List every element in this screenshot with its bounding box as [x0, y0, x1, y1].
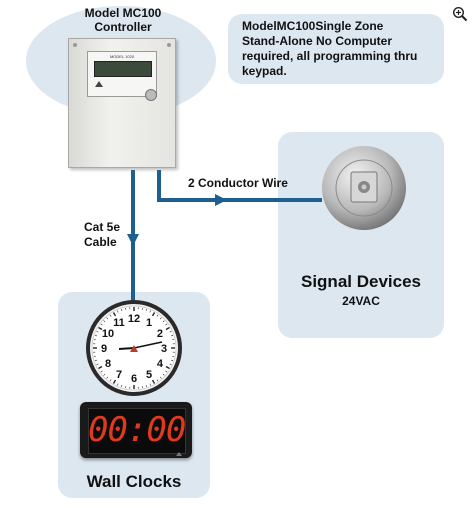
clock-number: 11	[113, 317, 125, 329]
clock-tick	[165, 370, 168, 373]
clock-number: 9	[101, 343, 107, 355]
clock-tick	[94, 335, 98, 337]
clock-number: 8	[105, 358, 111, 370]
clock-tick	[117, 310, 119, 313]
clock-tick	[117, 383, 119, 386]
controller-display	[94, 61, 152, 77]
clock-tick	[156, 314, 159, 317]
clock-tick	[94, 359, 98, 361]
clock-tick	[112, 312, 117, 317]
clock-number: 5	[146, 369, 152, 381]
clock-tick	[149, 310, 151, 313]
clock-number: 7	[116, 369, 122, 381]
info-line-3: required, all programming thru	[242, 49, 418, 63]
clock-number: 10	[102, 328, 114, 340]
controller-title-line1: Model MC100	[84, 6, 162, 20]
clock-tick	[98, 365, 103, 370]
clock-tick	[149, 383, 151, 386]
clock-tick	[165, 365, 170, 370]
clock-tick	[98, 326, 103, 331]
clock-tick	[103, 373, 106, 376]
clock-number: 3	[161, 343, 167, 355]
controller-screw-1	[73, 43, 77, 47]
wire-label: 2 Conductor Wire	[188, 176, 288, 190]
wall-clocks-title: Wall Clocks	[86, 472, 182, 491]
cable-arrow-icon	[127, 234, 139, 246]
clock-minute-hand	[133, 341, 163, 349]
controller-screw-2	[167, 43, 171, 47]
cable-label: Cat 5e Cable	[84, 220, 120, 250]
clock-tick	[100, 323, 103, 326]
controller-title: Model MC100 Controller	[78, 6, 168, 34]
clock-tick	[103, 320, 106, 323]
two-conductor-wire-line	[157, 170, 322, 202]
clock-number: 4	[157, 358, 164, 370]
clock-tick	[165, 326, 170, 331]
clock-tick	[162, 373, 165, 376]
clock-tick	[159, 376, 162, 379]
digital-clock: 00:00	[80, 402, 192, 458]
clock-tick	[121, 308, 123, 312]
wire-arrow-icon	[215, 194, 227, 206]
cable-label-line2: Cable	[84, 235, 117, 249]
signal-devices-subtitle: 24VAC	[342, 294, 380, 308]
clock-tick	[151, 312, 156, 317]
clock-tick	[96, 363, 99, 365]
clock-tick	[109, 314, 112, 317]
clock-tick	[156, 379, 159, 382]
clock-tick	[96, 331, 99, 333]
clock-tick	[109, 379, 112, 382]
controller-title-line2: Controller	[94, 20, 152, 34]
clock-tick	[169, 363, 172, 365]
clock-tick	[106, 376, 109, 379]
bell-icon	[322, 146, 406, 230]
clock-number: 12	[128, 313, 140, 325]
signal-devices-title: Signal Devices	[300, 272, 421, 291]
clock-center-marker	[130, 345, 138, 352]
digital-clock-time: 00:00	[88, 410, 186, 450]
digital-clock-logo-icon	[176, 452, 182, 456]
clock-tick	[159, 317, 162, 320]
clock-tick	[112, 379, 117, 384]
clock-tick	[145, 384, 147, 388]
clock-number: 6	[131, 373, 137, 385]
clock-tick	[162, 320, 165, 323]
clock-tick	[170, 335, 174, 337]
digital-clock-screen	[88, 408, 186, 454]
clock-tick	[145, 308, 147, 312]
info-line-1: ModelMC100Single Zone	[242, 19, 384, 33]
clock-number: 2	[157, 328, 163, 340]
clock-tick	[170, 359, 174, 361]
clock-tick	[151, 379, 156, 384]
cable-label-line1: Cat 5e	[84, 220, 121, 234]
clock-tick	[121, 384, 123, 388]
zoom-in-icon[interactable]	[452, 6, 468, 22]
controller-box: MODEL 1020	[68, 38, 176, 168]
controller-faceplate: MODEL 1020	[87, 51, 157, 97]
controller-screen-label: MODEL 1020	[109, 54, 135, 59]
controller-logo-icon	[95, 81, 103, 87]
info-line-4: keypad.	[242, 64, 287, 78]
info-box: ModelMC100Single Zone Stand-Alone No Com…	[228, 14, 444, 84]
clock-tick	[165, 323, 168, 326]
info-line-2: Stand-Alone No Computer	[242, 34, 392, 48]
clock-hour-hand	[118, 347, 135, 350]
clock-tick	[169, 331, 172, 333]
clock-tick	[100, 370, 103, 373]
controller-keypad-button	[145, 89, 157, 101]
clock-tick	[106, 317, 109, 320]
clock-number: 1	[146, 317, 152, 329]
